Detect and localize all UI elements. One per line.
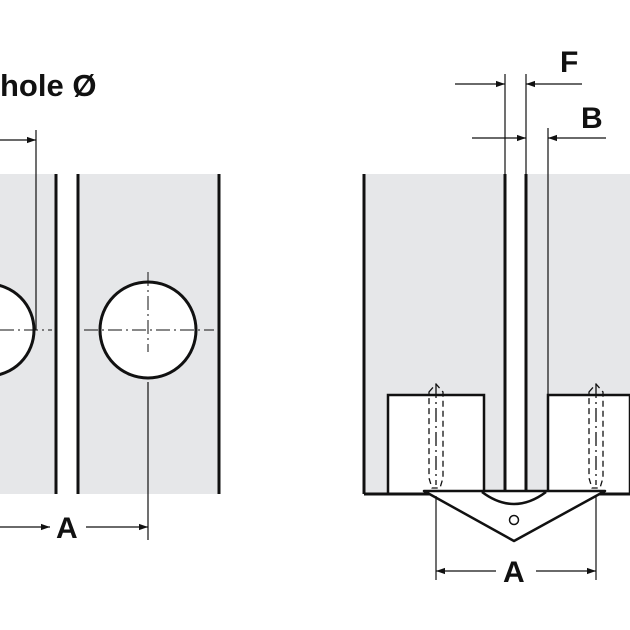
gap-f-label: F (560, 46, 578, 79)
spacing-label-a-right: A (503, 556, 525, 589)
hinge-knuckle (481, 490, 547, 506)
dowel-left (428, 383, 444, 489)
spacing-label-a-left: A (56, 512, 78, 545)
dowel-right (588, 383, 604, 489)
hole-diameter-label: hole Ø (0, 68, 96, 103)
gap-b-label: B (581, 102, 603, 135)
front-view: hole Ø A (0, 68, 221, 545)
section-view: F B A (362, 46, 630, 589)
hinge-pin (508, 514, 520, 526)
